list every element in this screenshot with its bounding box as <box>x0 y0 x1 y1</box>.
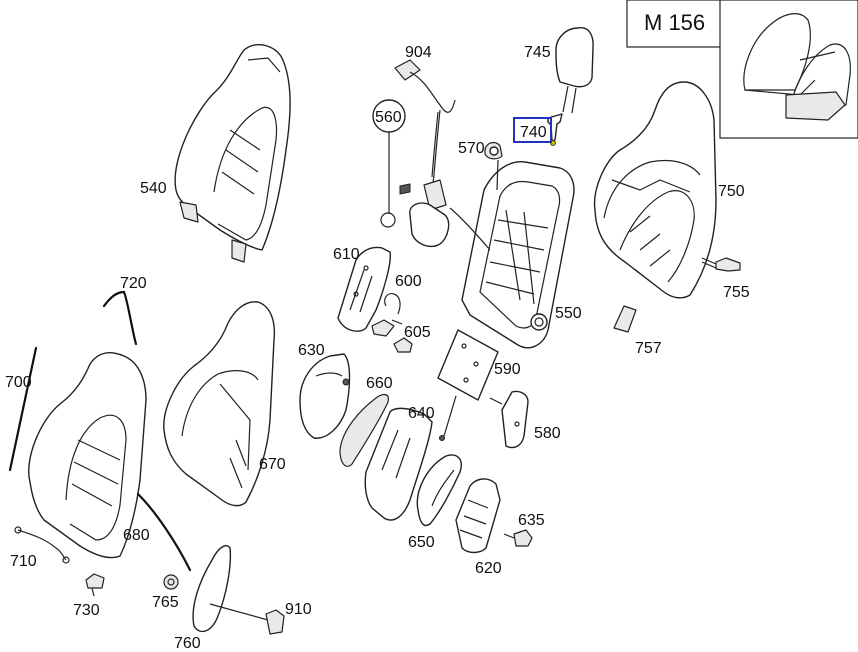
label-630: 630 <box>298 342 325 359</box>
part-730-button <box>85 573 105 597</box>
part-650-gasket <box>416 454 462 527</box>
label-660: 660 <box>366 375 393 392</box>
label-904: 904 <box>405 44 432 61</box>
model-inset: M 156 <box>626 0 858 139</box>
label-750: 750 <box>718 183 745 200</box>
part-630-side-pad <box>299 353 351 439</box>
part-904-wiring <box>394 59 456 226</box>
part-700-backrest-pad <box>28 352 147 559</box>
label-740: 740 <box>520 124 547 141</box>
label-560: 560 <box>375 109 402 126</box>
label-910: 910 <box>285 601 312 618</box>
label-757: 757 <box>635 340 662 357</box>
label-700: 700 <box>5 374 32 391</box>
part-600-release-handle <box>371 293 403 337</box>
part-570-clip <box>484 141 503 160</box>
part-765-grommet <box>163 574 179 590</box>
part-640-back-board <box>364 407 433 521</box>
part-635-screw <box>503 529 533 547</box>
label-640: 640 <box>408 405 435 422</box>
label-710: 710 <box>10 553 37 570</box>
part-757-label <box>613 305 637 333</box>
part-660-foam-strip <box>339 393 389 467</box>
label-760: 760 <box>174 635 201 652</box>
part-540-backrest-cover <box>174 44 291 263</box>
label-610: 610 <box>333 246 360 263</box>
label-590: 590 <box>494 361 521 378</box>
part-910-clip <box>265 609 285 635</box>
label-550: 550 <box>555 305 582 322</box>
label-745: 745 <box>524 44 551 61</box>
part-620-motor-housing <box>455 478 501 554</box>
part-745-headrest <box>555 27 594 114</box>
highlight-box-740 <box>513 117 552 143</box>
part-550-backrest-frame <box>449 159 575 349</box>
label-540: 540 <box>140 180 167 197</box>
label-670: 670 <box>259 456 286 473</box>
label-635: 635 <box>518 512 545 529</box>
seat-thumbnail-icon <box>743 13 851 121</box>
label-730: 730 <box>73 602 100 619</box>
part-labels: 904 745 560 740 570 540 750 610 600 755 … <box>5 44 750 652</box>
model-label: M 156 <box>644 10 705 35</box>
part-605-screw <box>393 337 413 353</box>
label-600: 600 <box>395 273 422 290</box>
label-580: 580 <box>534 425 561 442</box>
label-570: 570 <box>458 140 485 157</box>
part-670-backrest-shell <box>163 301 276 507</box>
part-720-trim-rod <box>102 290 138 346</box>
part-755-bolt <box>701 257 741 272</box>
label-765: 765 <box>152 594 179 611</box>
part-760-side-cover <box>192 544 269 633</box>
label-605: 605 <box>404 324 431 341</box>
part-710-strap <box>14 526 70 564</box>
part-560-motor <box>372 99 450 248</box>
label-620: 620 <box>475 560 502 577</box>
part-580-bracket <box>489 390 529 449</box>
label-755: 755 <box>723 284 750 301</box>
label-680: 680 <box>123 527 150 544</box>
part-610-trim-panel <box>337 246 391 332</box>
part-590-mounting-plate <box>437 329 499 441</box>
part-750-rear-shell <box>593 81 717 299</box>
part-680-cable <box>136 492 192 572</box>
part-700-cover-wire <box>8 346 38 472</box>
label-720: 720 <box>120 275 147 292</box>
label-650: 650 <box>408 534 435 551</box>
